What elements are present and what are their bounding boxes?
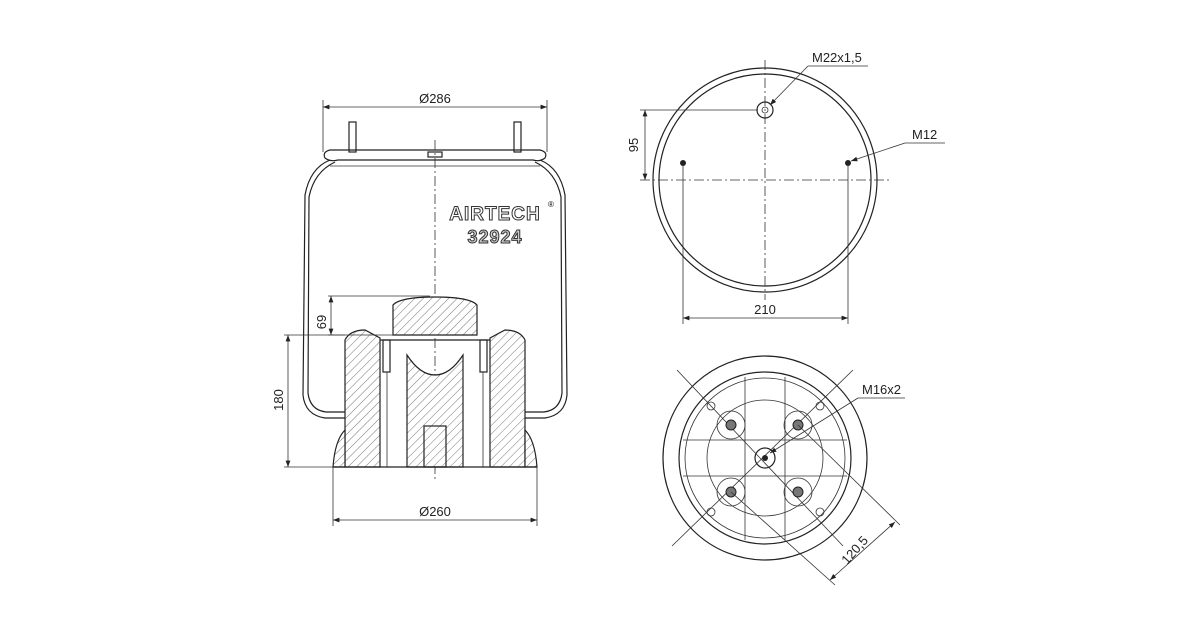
piston-cap (392, 296, 478, 336)
height-label: 180 (271, 389, 286, 411)
stud-thread-label: M12 (912, 127, 937, 142)
stud-hole-left (680, 160, 686, 166)
stud-hole-right (845, 160, 851, 166)
bottom-diameter-label: Ø260 (419, 504, 451, 519)
brand-logo: AIRTECH (449, 204, 540, 225)
bottom-view: M16x2 120,5 (662, 355, 905, 586)
stud-spacing-label: 210 (754, 302, 776, 317)
bellows-left (302, 159, 345, 419)
registered-mark: ® (548, 200, 554, 209)
bolt-1 (725, 419, 737, 431)
piston-wall-left (344, 329, 381, 468)
piston-wall-right (489, 329, 526, 468)
bolt-circle-label: 120,5 (838, 533, 871, 567)
piston-height-label: 69 (314, 315, 329, 329)
air-port-thread-label: M22x1,5 (812, 50, 862, 65)
center-thread (754, 447, 776, 469)
model-number: 32924 (467, 227, 522, 247)
side-view: Ø286 69 180 (271, 91, 568, 526)
stud-right (513, 121, 522, 153)
bolt-4 (792, 486, 804, 498)
piston-core (406, 352, 464, 468)
offset-label: 95 (626, 138, 641, 152)
stud-left (348, 121, 357, 153)
bellows-right (525, 159, 568, 419)
top-diameter-label: Ø286 (419, 91, 451, 106)
top-view: M22x1,5 M12 95 210 (626, 50, 945, 324)
center-thread-label: M16x2 (862, 382, 901, 397)
top-plate (323, 149, 547, 162)
